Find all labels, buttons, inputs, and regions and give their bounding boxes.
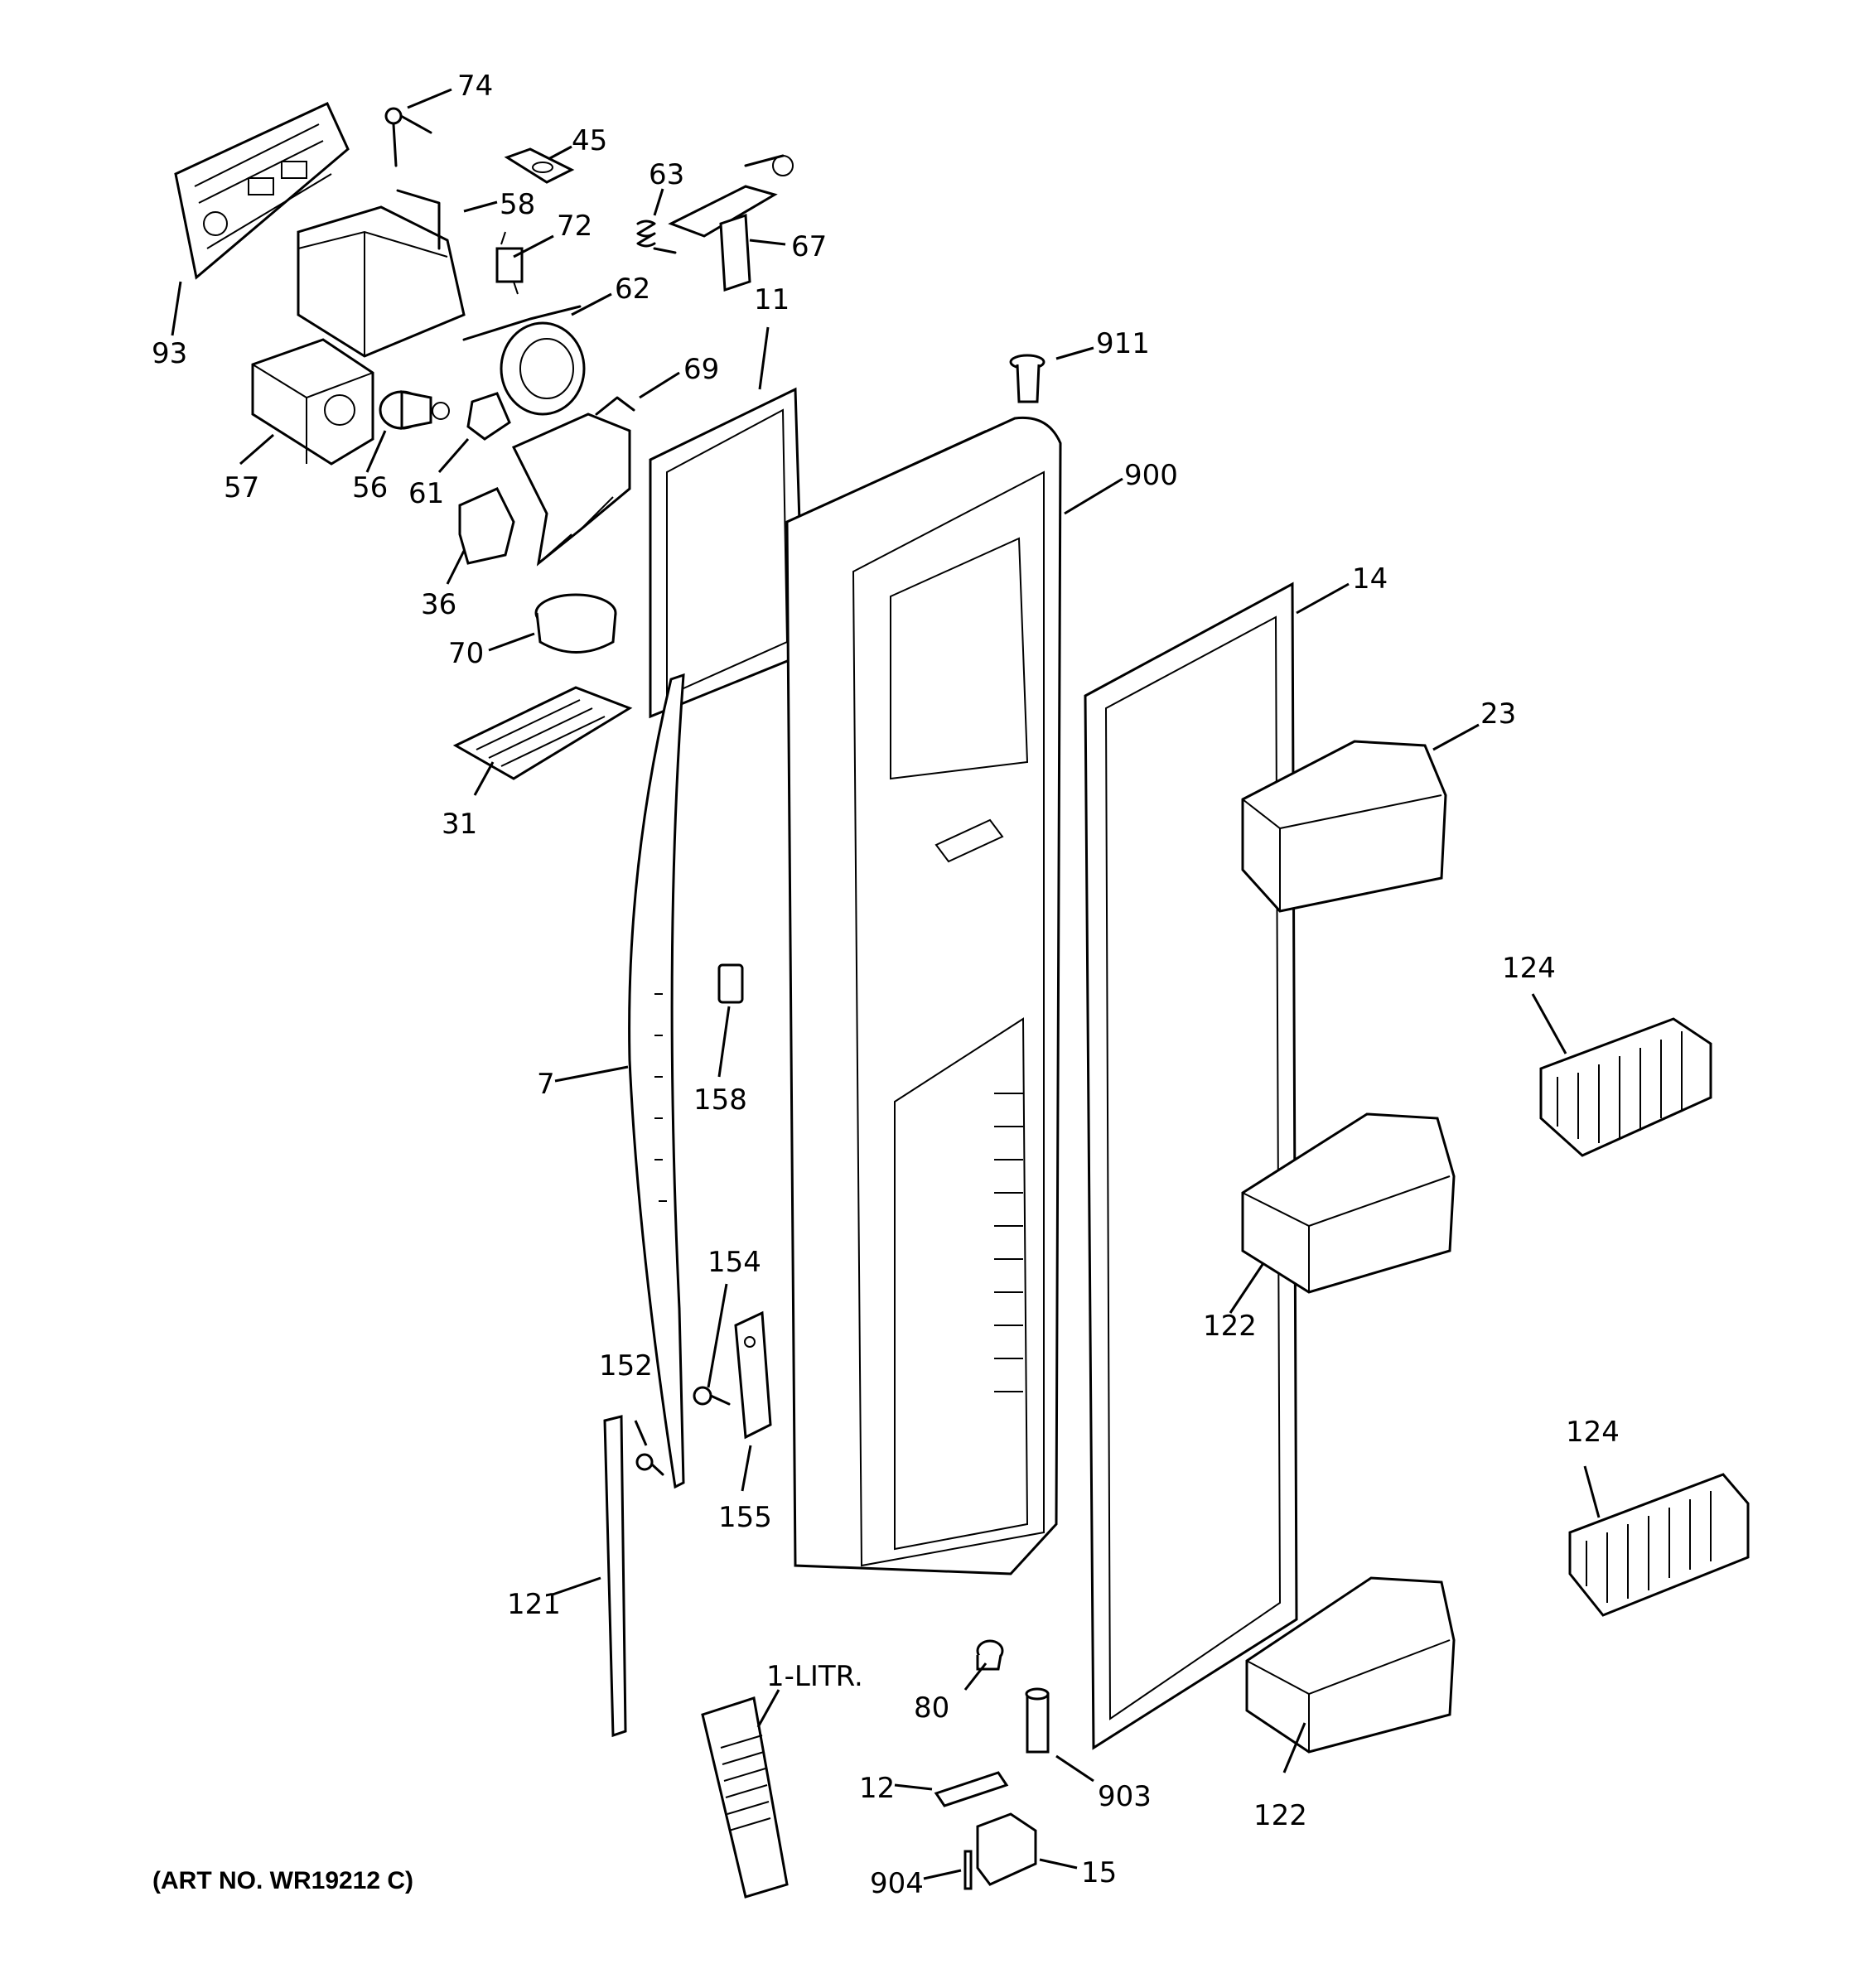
callout-904: 904	[870, 1867, 924, 1900]
callout-1-litr: 1-LITR.	[766, 1660, 863, 1693]
callout-152: 152	[599, 1349, 653, 1382]
callout-63: 63	[649, 158, 684, 191]
part-62-ring	[462, 305, 586, 416]
callout-900: 900	[1124, 459, 1178, 492]
callout-122-lower: 122	[1253, 1799, 1307, 1832]
part-69-funnel	[511, 396, 635, 567]
callout-121: 121	[507, 1588, 561, 1621]
callout-61: 61	[408, 477, 444, 510]
callout-7: 7	[537, 1068, 555, 1101]
part-58-dispenser-housing	[297, 189, 466, 358]
callout-14: 14	[1352, 562, 1388, 596]
callout-911: 911	[1096, 327, 1150, 360]
part-67-lever-arm	[668, 154, 794, 292]
callout-69: 69	[683, 353, 719, 386]
part-74-wire-spring	[384, 107, 432, 167]
callout-31: 31	[442, 808, 477, 841]
callout-80: 80	[914, 1691, 949, 1725]
part-23-door-bin	[1241, 740, 1447, 913]
part-14-gasket	[1084, 581, 1298, 1750]
callout-72: 72	[557, 210, 592, 243]
callout-23: 23	[1480, 697, 1516, 731]
part-904-screw	[963, 1850, 973, 1890]
callout-70: 70	[448, 637, 484, 670]
part-124-basket-lower	[1568, 1473, 1750, 1617]
part-31-grille	[452, 686, 633, 780]
part-7-door-handle	[628, 673, 685, 1489]
callout-56: 56	[352, 471, 388, 504]
part-36-clip	[458, 487, 515, 565]
part-56-motor	[379, 390, 450, 430]
part-70-cap	[534, 593, 617, 654]
art-number: (ART NO. WR19212 C)	[152, 1867, 413, 1894]
part-63-spring	[636, 220, 677, 254]
callout-124-lower: 124	[1566, 1416, 1620, 1449]
callout-62: 62	[615, 273, 650, 306]
callout-labels: 74 45 63 58 72 67 62 11 93 911 69 57 56 …	[152, 70, 1620, 1900]
part-152-screw	[635, 1453, 664, 1476]
part-12-bracket	[934, 1771, 1009, 1807]
part-911-cap	[1009, 354, 1045, 403]
callout-74: 74	[457, 70, 493, 103]
part-155-hinge	[734, 1310, 772, 1440]
callout-903: 903	[1098, 1780, 1152, 1813]
callout-67: 67	[791, 230, 827, 263]
part-121-trim	[603, 1415, 627, 1738]
callout-12: 12	[859, 1772, 895, 1805]
part-122-bin-middle	[1241, 1112, 1456, 1294]
callout-154: 154	[707, 1246, 761, 1279]
part-154-screw	[693, 1386, 731, 1406]
part-61-coupler	[466, 392, 511, 441]
callout-124-upper: 124	[1502, 952, 1556, 985]
callout-15: 15	[1081, 1856, 1117, 1889]
callout-122-middle: 122	[1203, 1310, 1257, 1343]
part-900-door	[785, 416, 1062, 1575]
callout-36: 36	[421, 588, 456, 621]
part-1-literature	[701, 1696, 789, 1899]
part-158-pad	[717, 963, 744, 1004]
callout-93: 93	[152, 337, 187, 370]
part-72-switch	[495, 231, 524, 295]
part-903-pin	[1025, 1687, 1050, 1754]
part-11-dispenser-frame	[649, 387, 805, 719]
callout-11: 11	[754, 283, 790, 316]
part-122-bin-lower	[1245, 1576, 1456, 1754]
callout-57: 57	[224, 471, 259, 504]
callout-58: 58	[500, 188, 535, 221]
callout-158: 158	[693, 1083, 747, 1117]
part-57-motor-housing	[251, 338, 374, 466]
leader-lines	[171, 88, 1601, 1880]
part-80-plug	[976, 1639, 1004, 1671]
part-45-bracket	[504, 147, 575, 184]
part-93-control-panel	[174, 102, 350, 280]
callout-155: 155	[718, 1501, 772, 1534]
part-15-bottom-hinge	[976, 1812, 1037, 1886]
part-124-basket-upper	[1539, 1017, 1712, 1157]
callout-45: 45	[572, 124, 607, 157]
